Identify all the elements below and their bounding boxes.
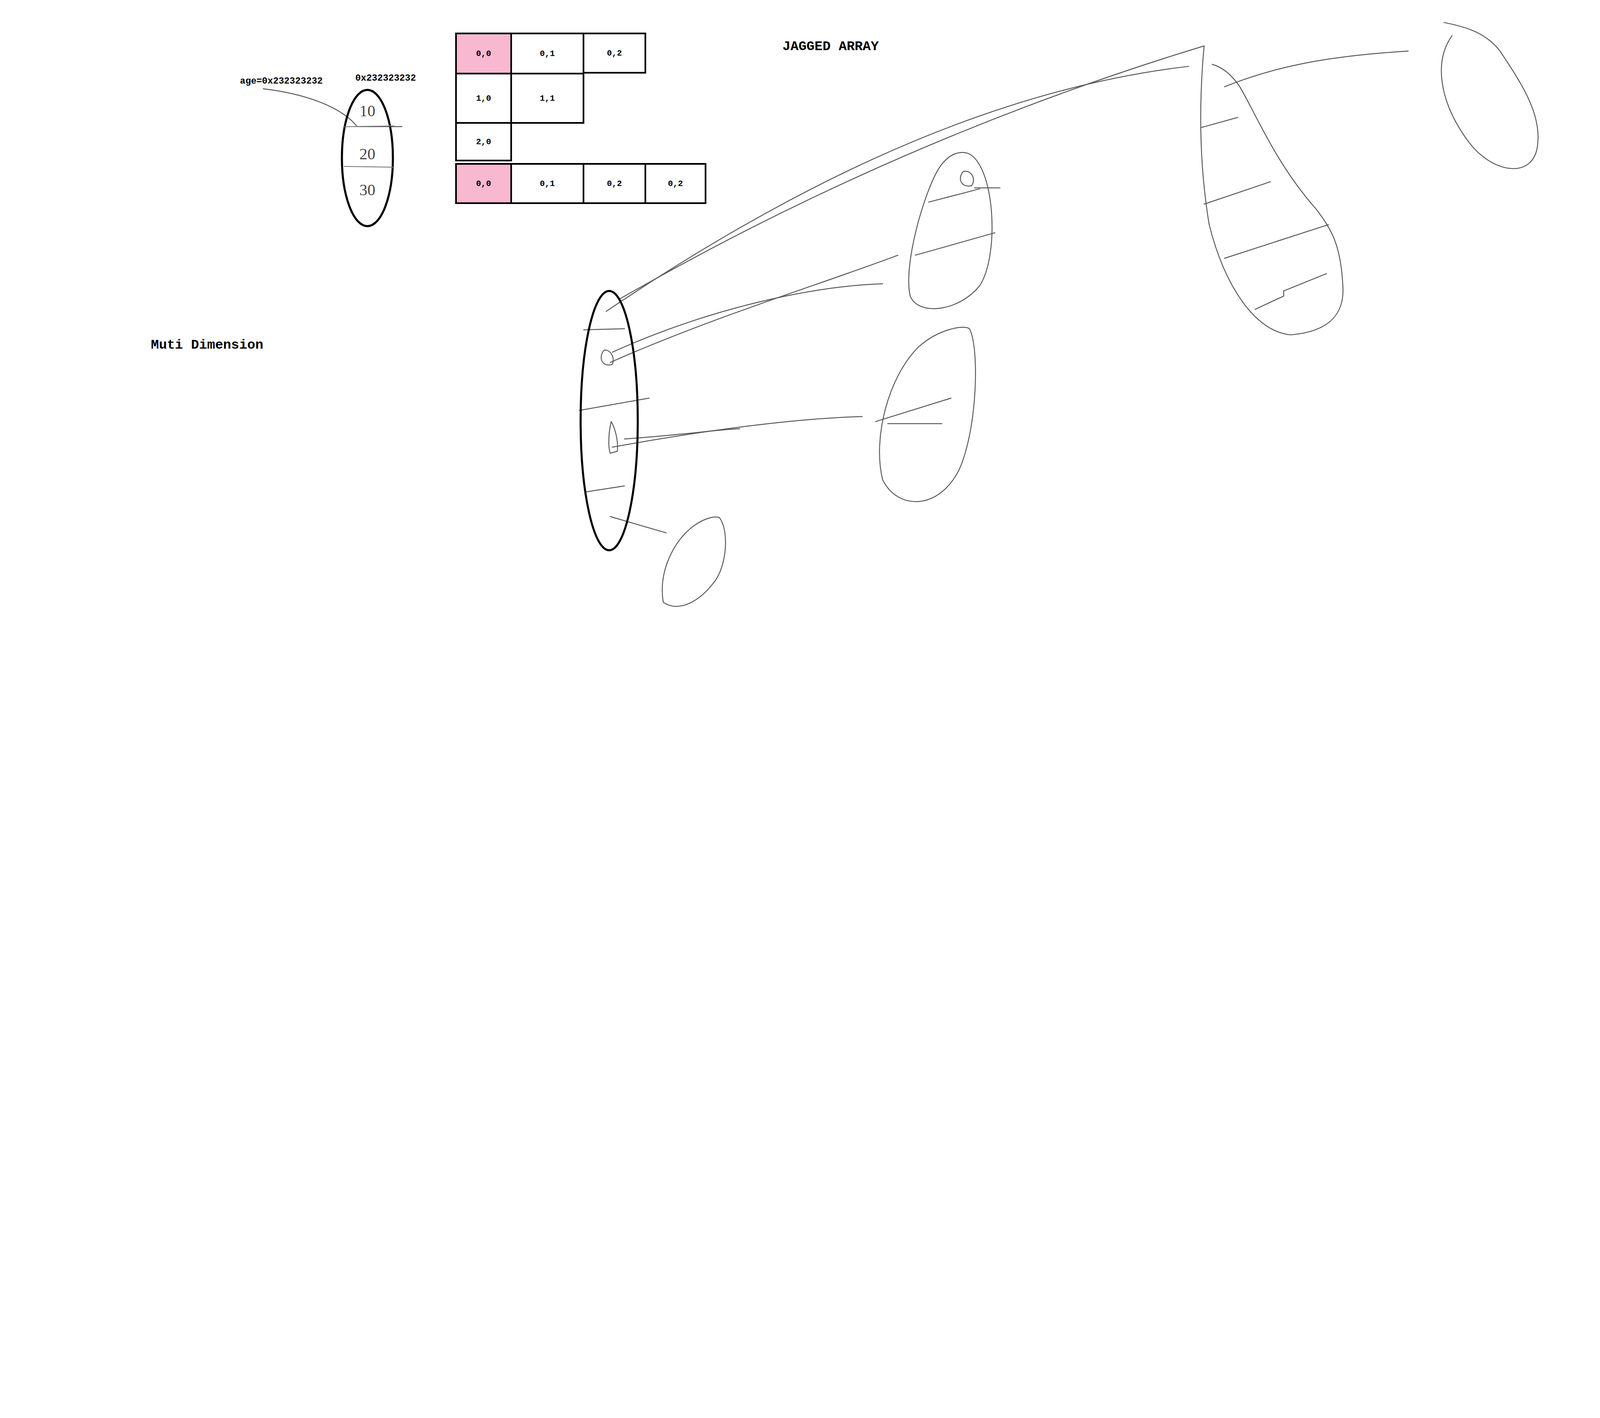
cell-index: 0,1 bbox=[539, 178, 555, 189]
array-cell: 1,0 bbox=[455, 72, 513, 124]
sketch-stroke bbox=[612, 416, 863, 447]
handwritten-value: 30 bbox=[359, 180, 376, 199]
sketch-stroke bbox=[960, 171, 1001, 189]
array-cell: 0,2 bbox=[582, 32, 647, 74]
cell-index: 0,2 bbox=[606, 48, 622, 59]
oval-divider bbox=[343, 166, 395, 168]
handwritten-value: 10 bbox=[359, 101, 376, 120]
sketch-oval bbox=[908, 152, 992, 309]
sketch-stroke bbox=[875, 397, 952, 422]
oval-divider bbox=[343, 125, 395, 127]
handwritten-value: 20 bbox=[359, 144, 376, 164]
diagram-title: JAGGED ARRAY bbox=[782, 40, 879, 54]
address-label: age=0x232323232 bbox=[239, 76, 323, 87]
array-cell: 0,2 bbox=[582, 163, 647, 204]
value-oval: 10 20 30 bbox=[340, 88, 395, 228]
sketch-stroke bbox=[606, 66, 1189, 312]
sketch-stroke bbox=[1200, 117, 1238, 128]
sketch-stroke bbox=[608, 421, 618, 454]
address-label: 0x232323232 bbox=[355, 73, 416, 84]
cell-index: 0,0 bbox=[476, 178, 492, 189]
array-cell: 0,1 bbox=[510, 163, 585, 204]
array-cell: 2,0 bbox=[455, 122, 513, 162]
array-oval bbox=[580, 290, 638, 551]
sketch-stroke bbox=[612, 283, 883, 353]
section-heading: Muti Dimension bbox=[150, 338, 264, 352]
sketch-stroke bbox=[610, 516, 667, 533]
sketch-stroke bbox=[1224, 50, 1409, 87]
sketch-stroke bbox=[928, 188, 980, 203]
sketch-oval bbox=[879, 327, 976, 502]
oval-border bbox=[341, 89, 393, 227]
sketch-oval bbox=[662, 517, 726, 607]
sketch-stroke bbox=[601, 349, 614, 365]
sketch-stroke bbox=[1224, 224, 1329, 259]
sketch-stroke bbox=[1204, 181, 1271, 205]
array-cell: 0,2 bbox=[644, 163, 707, 204]
sketch-oval bbox=[1200, 45, 1343, 335]
cell-index: 1,0 bbox=[476, 93, 492, 104]
cell-index: 2,0 bbox=[476, 137, 492, 147]
sketch-stroke bbox=[584, 485, 625, 492]
cell-index: 1,1 bbox=[539, 93, 555, 104]
cell-index: 0,2 bbox=[606, 178, 622, 189]
leader-line bbox=[263, 88, 358, 127]
array-cell: 0,0 bbox=[455, 163, 513, 204]
cell-index: 0,1 bbox=[539, 48, 555, 59]
array-cell: 1,1 bbox=[510, 72, 585, 124]
sketch-stroke bbox=[619, 45, 1205, 300]
sketch-oval bbox=[1441, 22, 1538, 169]
sketch-lines bbox=[263, 22, 1539, 607]
sketch-stroke bbox=[624, 428, 740, 439]
sketch-stroke bbox=[915, 232, 995, 256]
cell-index: 0,2 bbox=[667, 178, 683, 189]
cell-index: 0,0 bbox=[476, 48, 492, 59]
sketch-stroke bbox=[887, 422, 942, 424]
array-cell: 0,1 bbox=[510, 32, 585, 75]
sketch-stroke bbox=[610, 255, 898, 363]
array-cell: 0,0 bbox=[455, 32, 513, 75]
sketch-stroke bbox=[1255, 273, 1327, 309]
